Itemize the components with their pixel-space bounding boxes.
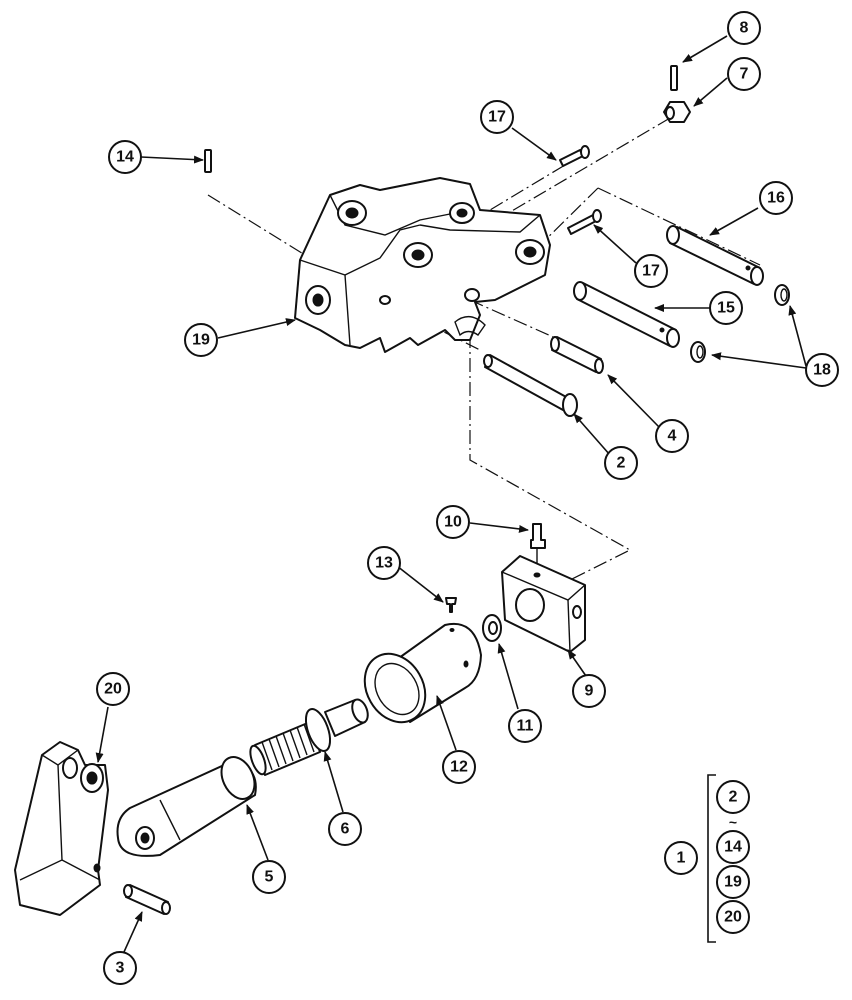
svg-text:6: 6	[341, 821, 350, 838]
callout-balloon-17-upper: 17	[480, 100, 514, 134]
cotter-pin	[670, 65, 678, 91]
callout-balloon-11: 11	[508, 709, 542, 743]
legend-extra-balloon-20: 20	[716, 900, 750, 934]
svg-text:15: 15	[717, 300, 735, 317]
svg-text:20: 20	[724, 909, 742, 926]
svg-text:2: 2	[617, 455, 626, 472]
svg-text:3: 3	[116, 960, 125, 977]
set-screw	[445, 597, 457, 613]
pin-middle	[573, 281, 680, 348]
long-pin-upper	[666, 225, 764, 286]
callout-balloon-3: 3	[103, 951, 137, 985]
callout-balloon-8: 8	[727, 11, 761, 45]
coupler-body	[294, 177, 551, 353]
rod-end	[116, 756, 257, 857]
svg-text:9: 9	[585, 683, 594, 700]
callout-balloon-15: 15	[709, 291, 743, 325]
callout-balloon-6: 6	[328, 812, 362, 846]
alignment-lines	[207, 117, 761, 581]
svg-text:20: 20	[104, 681, 122, 698]
washer	[482, 614, 502, 642]
nut	[663, 101, 691, 123]
retaining-ring-upper	[774, 284, 790, 306]
bolt-lower	[567, 209, 602, 235]
threaded-rod	[249, 698, 369, 776]
svg-text:13: 13	[375, 555, 393, 572]
callout-balloon-16: 16	[759, 181, 793, 215]
svg-text:19: 19	[724, 874, 742, 891]
leader-lines	[95, 35, 807, 953]
svg-text:19: 19	[192, 332, 210, 349]
callout-balloon-13: 13	[367, 546, 401, 580]
svg-text:4: 4	[668, 428, 677, 445]
callout-balloon-18: 18	[805, 353, 839, 387]
roll-pin	[204, 149, 212, 173]
svg-text:17: 17	[642, 263, 660, 280]
svg-text:10: 10	[444, 514, 462, 531]
svg-text:1: 1	[677, 850, 686, 867]
callout-balloon-17-lower: 17	[634, 254, 668, 288]
callout-balloon-19: 19	[184, 323, 218, 357]
svg-text:18: 18	[813, 362, 831, 379]
callout-balloon-12: 12	[442, 750, 476, 784]
callout-balloon-10: 10	[436, 505, 470, 539]
svg-text:12: 12	[450, 759, 468, 776]
callout-balloon-7: 7	[727, 57, 761, 91]
short-pin	[550, 336, 604, 374]
svg-text:8: 8	[740, 20, 749, 37]
callout-balloon-20: 20	[96, 672, 130, 706]
callout-balloon-9: 9	[572, 674, 606, 708]
assembly-legend: 1 2 ~ 14 19 20	[664, 774, 750, 943]
svg-text:2: 2	[729, 789, 738, 806]
svg-text:7: 7	[740, 66, 749, 83]
callout-balloon-4: 4	[655, 419, 689, 453]
small-pin	[123, 884, 171, 915]
legend-extra-balloon-19: 19	[716, 865, 750, 899]
svg-text:5: 5	[265, 869, 274, 886]
sleeve	[363, 622, 482, 724]
legend-range-start-balloon: 2	[716, 780, 750, 814]
callout-balloon-14: 14	[108, 140, 142, 174]
callout-balloon-2: 2	[604, 446, 638, 480]
svg-text:17: 17	[488, 109, 506, 126]
legend-range-end-balloon: 14	[716, 830, 750, 864]
callout-balloon-5: 5	[252, 860, 286, 894]
retaining-ring-lower	[690, 341, 706, 363]
bolt-upper	[559, 145, 590, 167]
long-pin-lower	[483, 354, 578, 417]
legend-assembly-balloon: 1	[664, 841, 698, 875]
svg-text:16: 16	[767, 190, 785, 207]
svg-text:14: 14	[724, 839, 742, 856]
svg-text:11: 11	[517, 718, 534, 735]
svg-text:14: 14	[116, 149, 134, 166]
clevis-bracket	[14, 741, 109, 916]
legend-range-symbol: ~	[729, 814, 737, 830]
mounting-block	[501, 555, 586, 653]
